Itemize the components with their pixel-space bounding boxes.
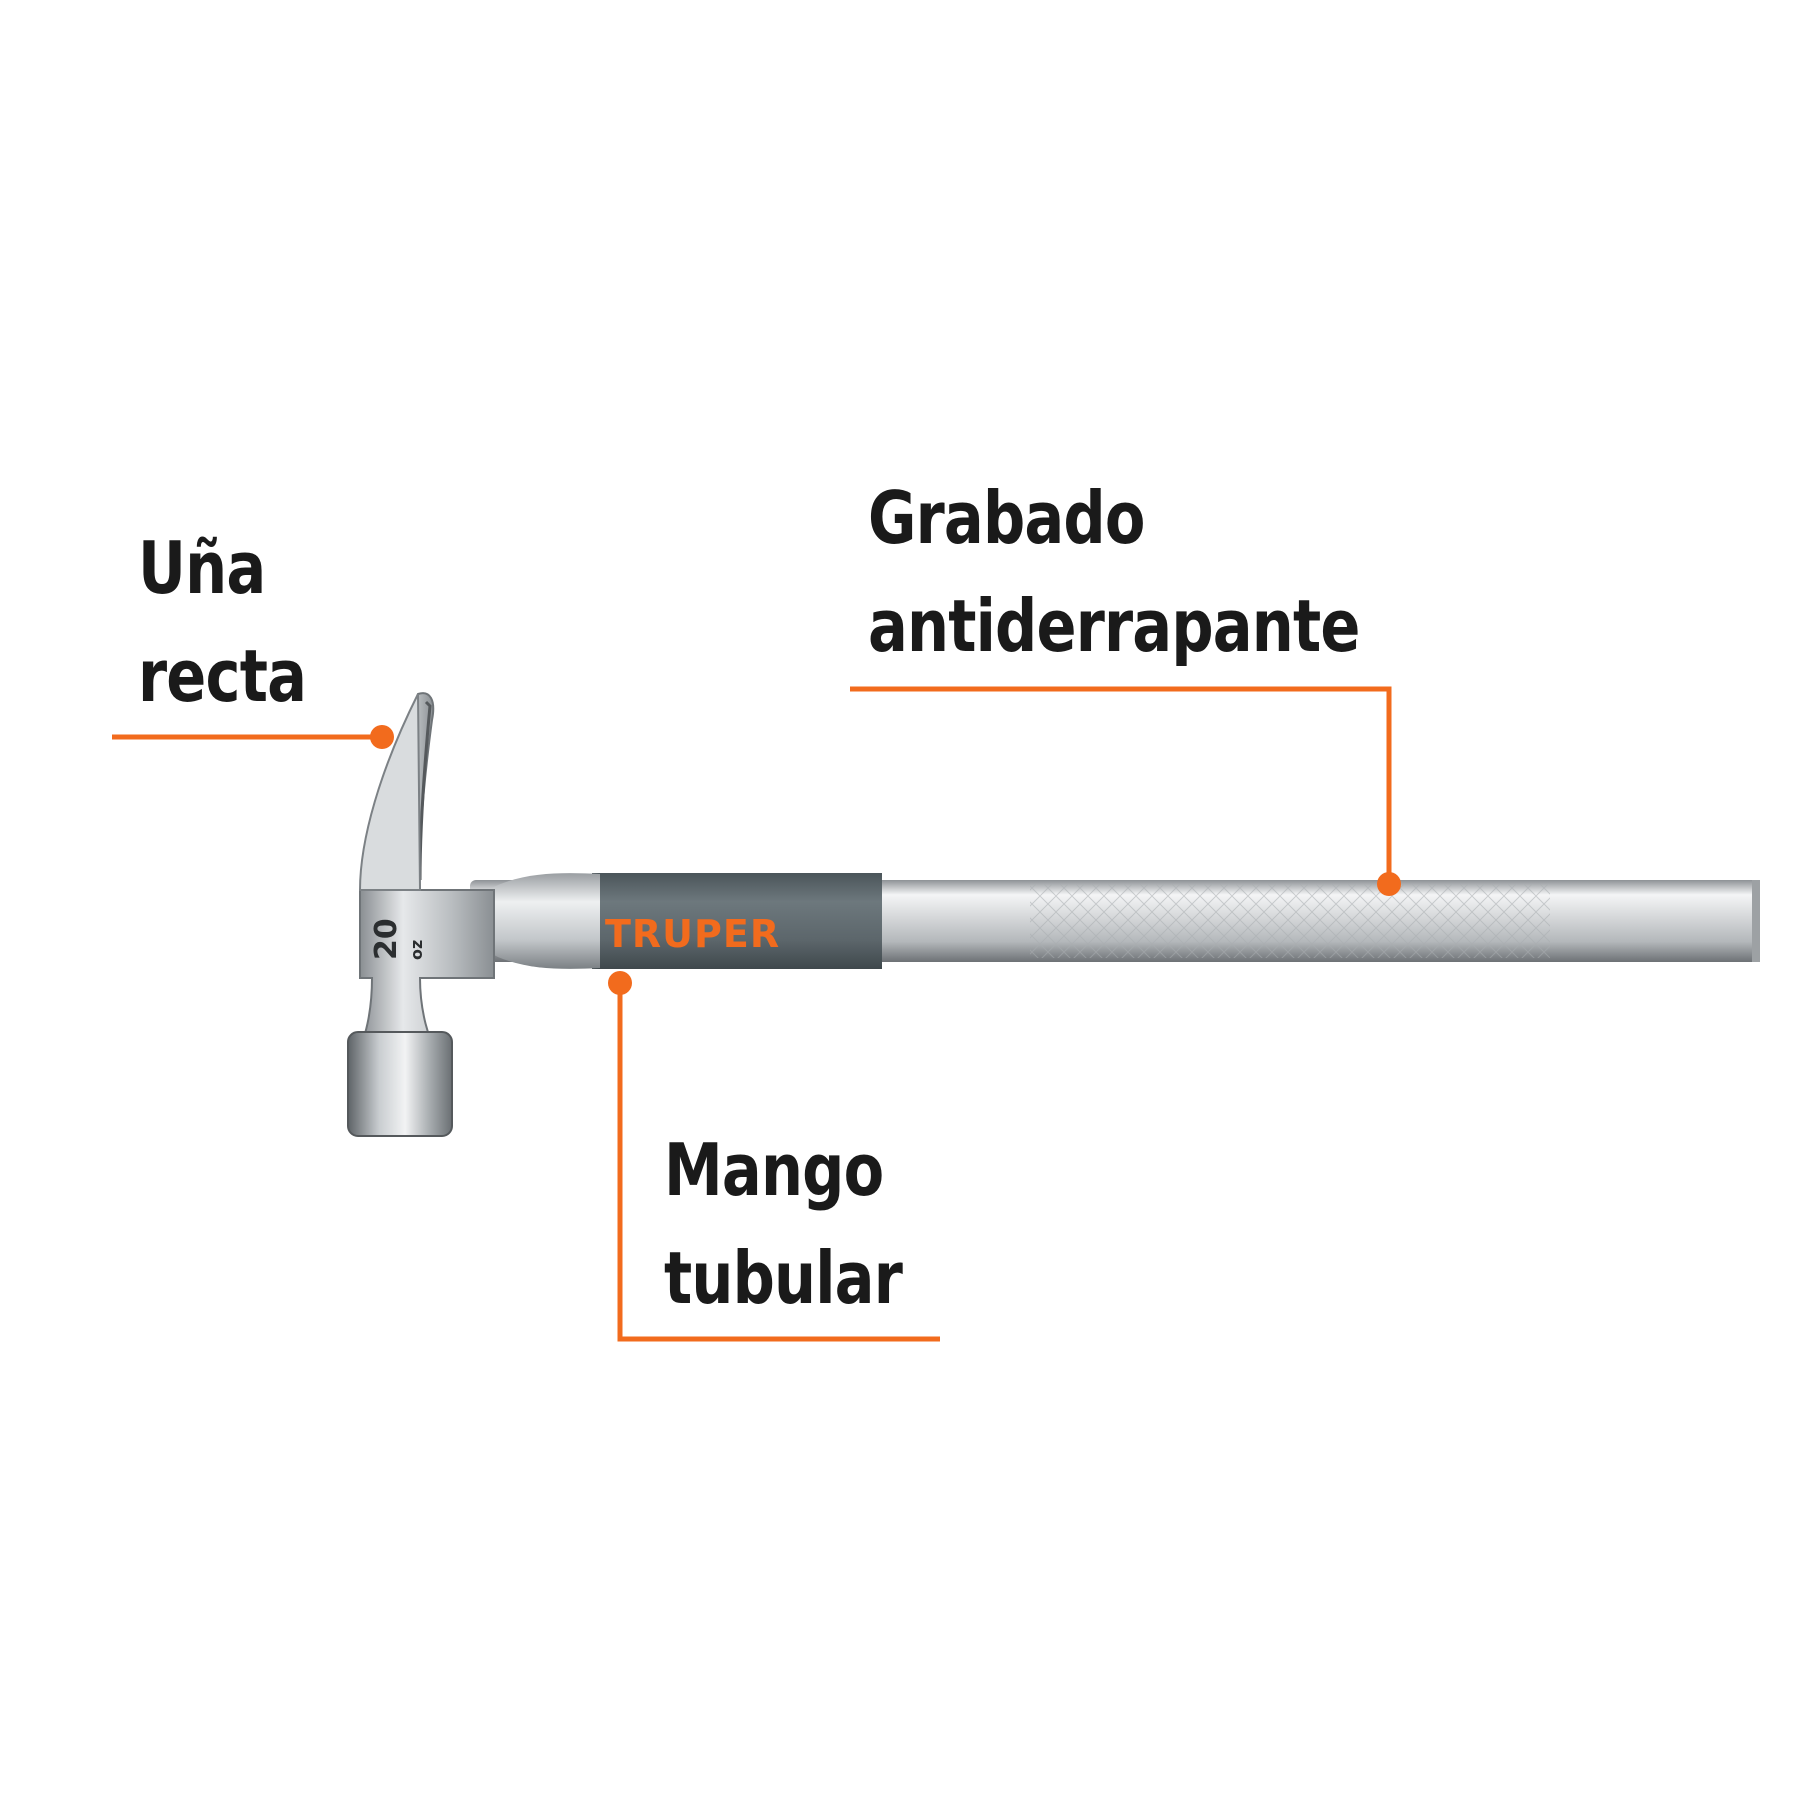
claw-callout-label: Uña recta — [138, 514, 307, 730]
handle-label-line2: tubular — [664, 1236, 903, 1320]
callout-grip-leader — [850, 686, 1401, 896]
claw-label-line2: recta — [138, 634, 307, 718]
grip-callout-label: Grabado antiderrapante — [868, 464, 1360, 680]
callout-handle-leader — [608, 971, 940, 1342]
weight-stamp: 20 oz — [369, 918, 426, 960]
svg-text:oz: oz — [407, 940, 426, 960]
striking-face — [347, 1031, 453, 1137]
brand-logo: TRUPER — [605, 912, 780, 956]
svg-text:20: 20 — [369, 918, 404, 960]
hammer-neck — [488, 873, 600, 969]
handle-callout-label: Mango tubular — [664, 1116, 903, 1332]
claw-label-line1: Uña — [138, 526, 266, 610]
handle-label-line1: Mango — [664, 1128, 884, 1212]
hammer-head: 20 oz — [347, 692, 495, 1137]
knurled-grip — [1030, 884, 1550, 958]
callout-claw-leader — [112, 725, 394, 749]
grip-label-line2: antiderrapante — [868, 584, 1360, 668]
brand-band: TRUPER — [592, 873, 882, 969]
grip-label-line1: Grabado — [868, 476, 1145, 560]
